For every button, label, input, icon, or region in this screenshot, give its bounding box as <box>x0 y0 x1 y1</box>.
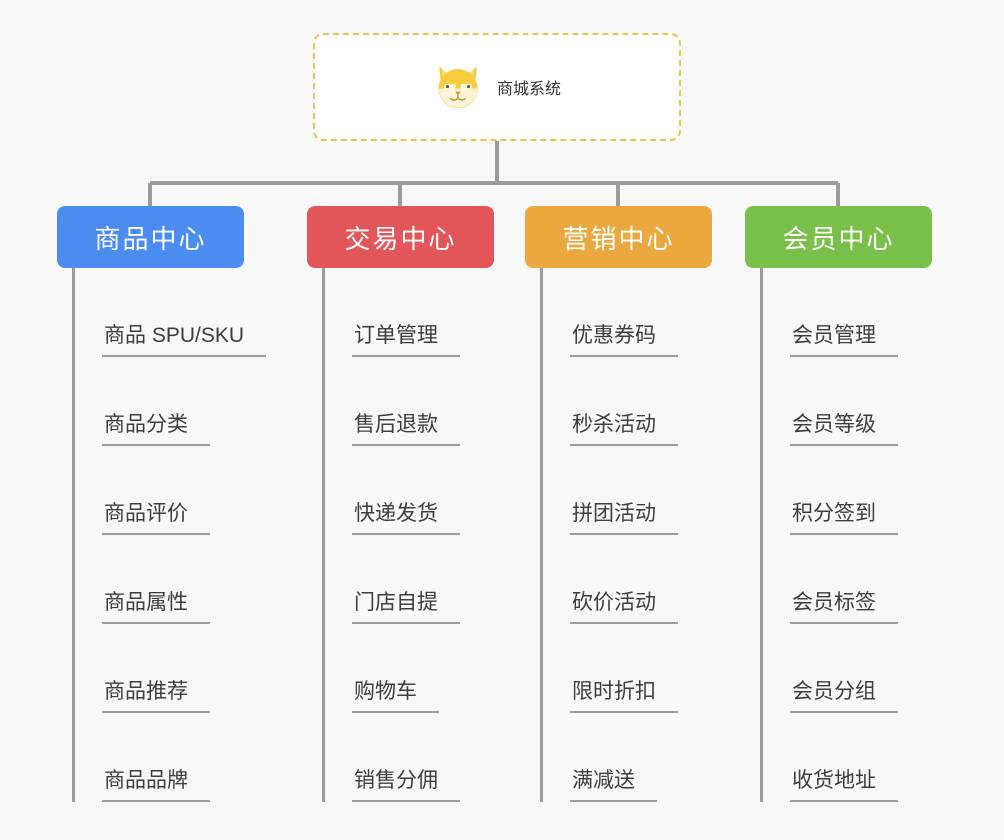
leaf-item-label: 销售分佣 <box>352 770 460 802</box>
leaf-item[interactable]: 满减送 <box>525 713 712 802</box>
category-header-label: 交易中心 <box>344 223 457 254</box>
item-list-product-center: 商品 SPU/SKU 商品分类商品评价商品属性商品推荐商品品牌 <box>57 268 267 802</box>
leaf-item-label: 秒杀活动 <box>570 414 678 446</box>
leaf-item-label: 商品 SPU/SKU <box>102 325 267 357</box>
leaf-item-label: 砍价活动 <box>570 592 678 624</box>
leaf-item-label: 售后退款 <box>352 414 460 446</box>
branch-trunk-line <box>72 268 75 802</box>
leaf-item[interactable]: 会员标签 <box>745 535 932 624</box>
leaf-item[interactable]: 拼团活动 <box>525 446 712 535</box>
category-header-label: 会员中心 <box>782 223 895 254</box>
item-list-trade-center: 订单管理售后退款快递发货门店自提购物车销售分佣 <box>307 268 494 802</box>
leaf-item[interactable]: 商品 SPU/SKU <box>57 268 267 357</box>
leaf-item-label: 门店自提 <box>352 592 460 624</box>
root-node-shop-system[interactable]: 商城系统 <box>313 33 681 141</box>
leaf-item-label: 商品评价 <box>102 503 210 535</box>
leaf-item[interactable]: 会员等级 <box>745 357 932 446</box>
leaf-item-label: 会员标签 <box>790 592 898 624</box>
leaf-item-label: 商品推荐 <box>102 681 210 713</box>
leaf-item-label: 会员等级 <box>790 414 898 446</box>
category-header-label: 商品中心 <box>94 223 207 254</box>
category-column-product-center: 商品中心商品 SPU/SKU 商品分类商品评价商品属性商品推荐商品品牌 <box>57 206 267 802</box>
leaf-item[interactable]: 订单管理 <box>307 268 494 357</box>
category-column-trade-center: 交易中心订单管理售后退款快递发货门店自提购物车销售分佣 <box>307 206 494 802</box>
leaf-item-label: 商品属性 <box>102 592 210 624</box>
leaf-item[interactable]: 商品属性 <box>57 535 244 624</box>
leaf-item[interactable]: 门店自提 <box>307 535 494 624</box>
leaf-item-label: 商品分类 <box>102 414 210 446</box>
branch-trunk-line <box>760 268 763 802</box>
shiba-dog-icon <box>438 66 478 109</box>
category-header-member-center[interactable]: 会员中心 <box>745 206 932 268</box>
leaf-item[interactable]: 售后退款 <box>307 357 494 446</box>
branch-trunk-line <box>540 268 543 802</box>
leaf-item-label: 满减送 <box>570 770 657 802</box>
leaf-item-label: 积分签到 <box>790 503 898 535</box>
leaf-item[interactable]: 商品推荐 <box>57 624 244 713</box>
leaf-item-label: 购物车 <box>352 681 439 713</box>
leaf-item[interactable]: 秒杀活动 <box>525 357 712 446</box>
leaf-item[interactable]: 商品分类 <box>57 357 244 446</box>
leaf-item[interactable]: 积分签到 <box>745 446 932 535</box>
leaf-item[interactable]: 限时折扣 <box>525 624 712 713</box>
branch-trunk-line <box>322 268 325 802</box>
leaf-item-label: 会员管理 <box>790 325 898 357</box>
item-list-marketing-center: 优惠券码秒杀活动拼团活动砍价活动限时折扣满减送 <box>525 268 712 802</box>
category-column-member-center: 会员中心会员管理会员等级积分签到会员标签会员分组收货地址 <box>745 206 932 802</box>
category-header-marketing-center[interactable]: 营销中心 <box>525 206 712 268</box>
leaf-item[interactable]: 会员分组 <box>745 624 932 713</box>
category-column-marketing-center: 营销中心优惠券码秒杀活动拼团活动砍价活动限时折扣满减送 <box>525 206 712 802</box>
leaf-item[interactable]: 快递发货 <box>307 446 494 535</box>
leaf-item[interactable]: 收货地址 <box>745 713 932 802</box>
leaf-item-label: 拼团活动 <box>570 503 678 535</box>
category-header-trade-center[interactable]: 交易中心 <box>307 206 494 268</box>
category-header-label: 营销中心 <box>562 223 675 254</box>
leaf-item-label: 优惠券码 <box>570 325 678 357</box>
leaf-item[interactable]: 砍价活动 <box>525 535 712 624</box>
leaf-item[interactable]: 会员管理 <box>745 268 932 357</box>
leaf-item-label: 商品品牌 <box>102 770 210 802</box>
item-list-member-center: 会员管理会员等级积分签到会员标签会员分组收货地址 <box>745 268 932 802</box>
category-header-product-center[interactable]: 商品中心 <box>57 206 244 268</box>
leaf-item[interactable]: 优惠券码 <box>525 268 712 357</box>
leaf-item[interactable]: 商品品牌 <box>57 713 244 802</box>
leaf-item[interactable]: 商品评价 <box>57 446 244 535</box>
root-title: 商城系统 <box>496 81 561 98</box>
leaf-item-label: 快递发货 <box>352 503 460 535</box>
leaf-item-label: 订单管理 <box>352 325 460 357</box>
leaf-item-label: 收货地址 <box>790 770 898 802</box>
leaf-item[interactable]: 销售分佣 <box>307 713 494 802</box>
leaf-item-label: 会员分组 <box>790 681 898 713</box>
leaf-item-label: 限时折扣 <box>570 681 678 713</box>
leaf-item[interactable]: 购物车 <box>307 624 494 713</box>
